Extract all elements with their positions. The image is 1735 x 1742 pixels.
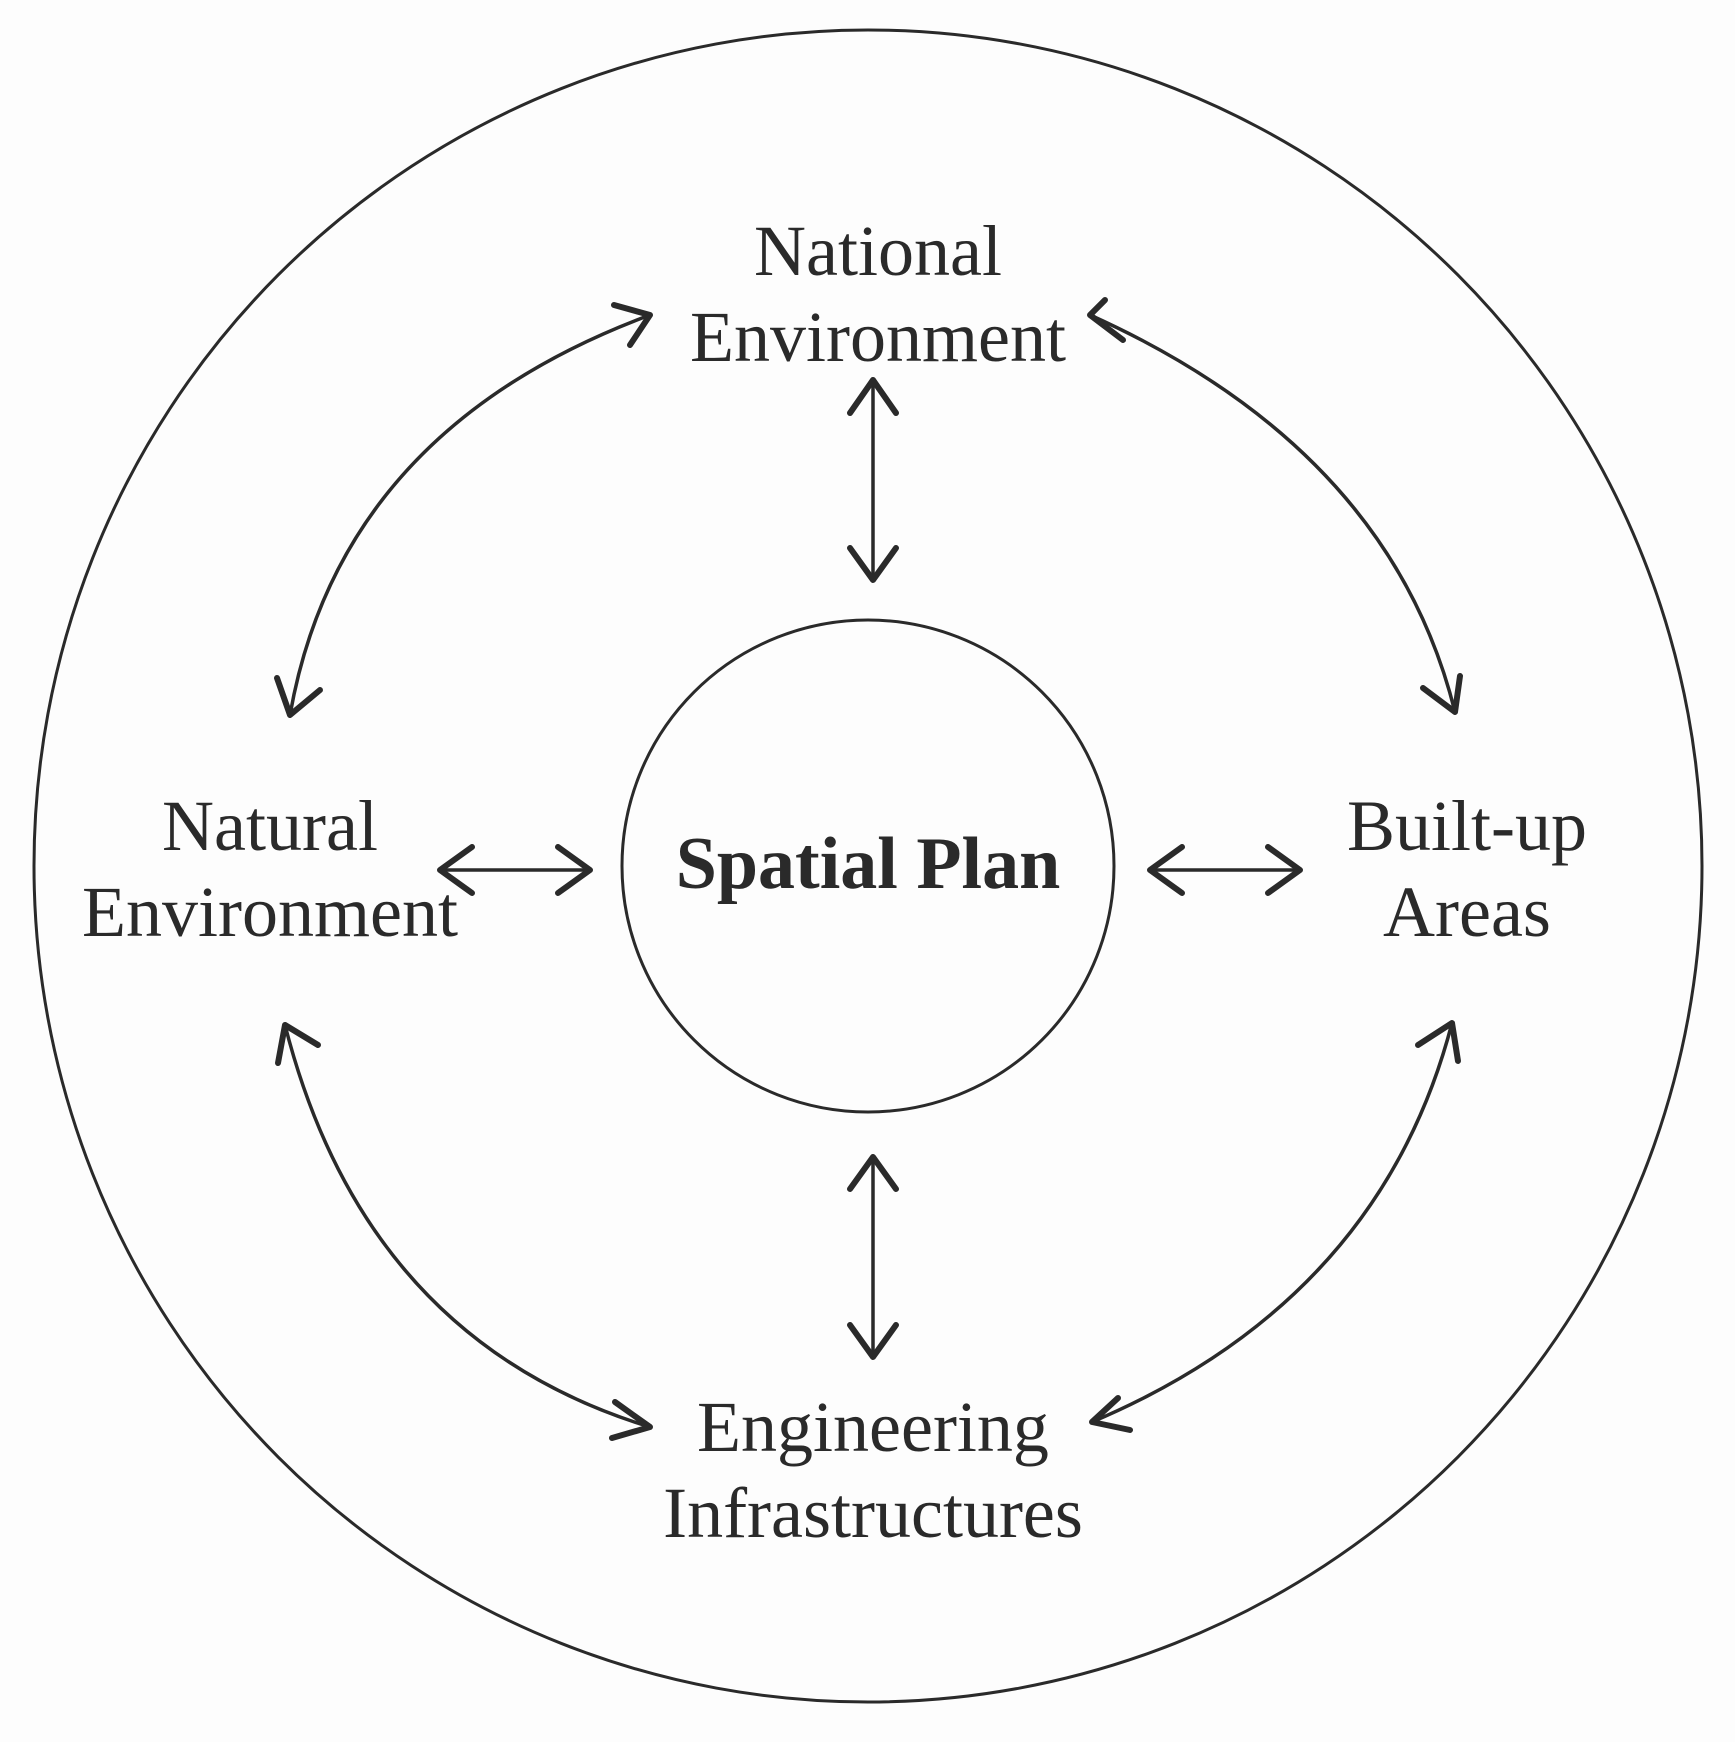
node-left-line2: Environment (82, 872, 458, 952)
arrow-bottom-right (1089, 1020, 1461, 1433)
node-national-environment: National Environment (690, 211, 1066, 377)
center-circle (620, 618, 1116, 1114)
node-bottom-line1: Engineering (697, 1387, 1049, 1467)
node-bottom-line2: Infrastructures (663, 1473, 1083, 1553)
center-label: Spatial Plan (676, 823, 1061, 905)
arrow-center-right (1147, 844, 1303, 896)
node-right-line1: Built-up (1347, 786, 1587, 866)
node-left-line1: Natural (162, 786, 378, 866)
node-built-up-areas: Built-up Areas (1347, 786, 1587, 952)
arrow-top-right (1087, 297, 1463, 715)
arrow-center-left (437, 844, 593, 896)
node-top-line1: National (754, 211, 1002, 291)
arrow-center-top (847, 377, 899, 583)
arrow-center-bottom (847, 1154, 899, 1360)
node-natural-environment: Natural Environment (82, 786, 458, 952)
arrow-top-left (274, 302, 653, 718)
arrow-bottom-left (275, 1022, 653, 1441)
node-engineering-infrastructures: Engineering Infrastructures (663, 1387, 1083, 1553)
outer-circle (32, 28, 1704, 1704)
node-right-line2: Areas (1383, 872, 1551, 952)
node-top-line2: Environment (690, 297, 1066, 377)
